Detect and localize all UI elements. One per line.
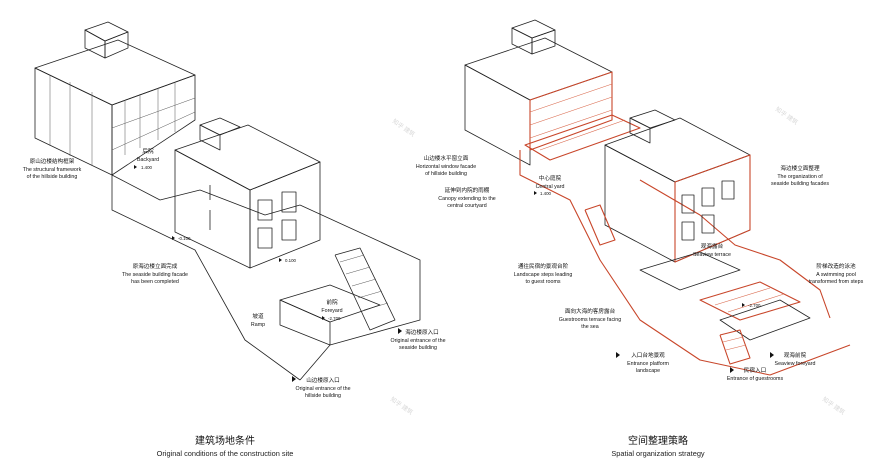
svg-text:1.400: 1.400 — [540, 191, 552, 196]
svg-text:海边楼立面整理: 海边楼立面整理 — [780, 164, 820, 172]
svg-text:Canopy extending to the: Canopy extending to the — [438, 196, 495, 202]
label-guest-entrance: 民宿入口 Entrance of guestrooms — [727, 366, 784, 382]
svg-text:Seaview foreyard: Seaview foreyard — [775, 361, 816, 367]
label-level-mid: 0.100 — [279, 258, 297, 263]
svg-text:-0.100: -0.100 — [178, 236, 191, 241]
svg-text:阶梯改造的泳池: 阶梯改造的泳池 — [816, 262, 856, 270]
svg-text:Entrance of guestrooms: Entrance of guestrooms — [727, 376, 784, 382]
svg-text:面向大海的客房露台: 面向大海的客房露台 — [565, 307, 616, 315]
left-axonometric — [34, 21, 421, 381]
left-caption-cn: 建筑场地条件 — [195, 436, 255, 447]
svg-text:山边楼原入口: 山边楼原入口 — [306, 376, 340, 384]
label-hillside-frame: 原山边楼结构框架 The structural framework of the… — [23, 157, 82, 180]
label-window-facade: 山边楼水平窗立面 Horizontal window facade of hil… — [416, 154, 476, 177]
svg-text:landscape: landscape — [636, 368, 660, 374]
svg-text:知乎 建筑: 知乎 建筑 — [774, 105, 800, 126]
svg-text:知乎 建筑: 知乎 建筑 — [389, 395, 415, 416]
label-seaside-entrance: 海边楼原入口 Original entrance of the seaside … — [390, 328, 446, 351]
svg-text:of hillside building: of hillside building — [425, 171, 467, 177]
svg-text:坡道: 坡道 — [252, 312, 264, 320]
label-seaview-foreyard: 观海前院 Seaview foreyard — [770, 351, 816, 367]
svg-text:延伸到内院的雨棚: 延伸到内院的雨棚 — [445, 186, 490, 194]
label-guestroom-terrace: 面向大海的客房露台 Guestrooms terrace facing the … — [559, 307, 621, 330]
svg-text:of the hillside building: of the hillside building — [27, 174, 78, 180]
label-central-yard: 中心庭院 Central yard 1.400 — [534, 174, 564, 196]
label-seaside-facade: 原海边楼立面完成 The seaside building facade has… — [122, 262, 188, 285]
svg-text:transformed from steps: transformed from steps — [809, 279, 864, 285]
svg-text:Guestrooms terrace facing: Guestrooms terrace facing — [559, 317, 621, 323]
left-caption-en: Original conditions of the construction … — [156, 449, 294, 458]
svg-text:1.400: 1.400 — [141, 165, 153, 170]
svg-text:Landscape steps leading: Landscape steps leading — [514, 272, 573, 278]
svg-text:原海边楼立面完成: 原海边楼立面完成 — [133, 262, 178, 270]
svg-text:知乎 建筑: 知乎 建筑 — [821, 395, 847, 416]
svg-text:后院: 后院 — [142, 147, 154, 155]
svg-text:Foreyard: Foreyard — [321, 308, 342, 314]
svg-text:知乎 建筑: 知乎 建筑 — [391, 117, 417, 138]
svg-text:观海露台: 观海露台 — [701, 242, 724, 250]
svg-text:the sea: the sea — [581, 324, 598, 330]
svg-text:Backyard: Backyard — [137, 157, 159, 163]
svg-text:-2.700: -2.700 — [748, 303, 761, 308]
svg-text:观海前院: 观海前院 — [784, 351, 807, 359]
svg-text:通往民宿的景观台阶: 通往民宿的景观台阶 — [518, 262, 569, 270]
svg-text:Horizontal window facade: Horizontal window facade — [416, 164, 476, 170]
svg-text:Original entrance of the: Original entrance of the — [295, 386, 350, 392]
label-foreyard: 前院 Foreyard -2.700 — [321, 298, 342, 321]
label-landscape-steps: 通往民宿的景观台阶 Landscape steps leading to gue… — [514, 262, 573, 285]
svg-text:A swimming pool: A swimming pool — [816, 272, 856, 278]
svg-text:Seaview terrace: Seaview terrace — [693, 252, 731, 258]
svg-text:has been completed: has been completed — [131, 279, 179, 285]
svg-text:seaside building: seaside building — [399, 345, 437, 351]
right-caption-cn: 空间整理策略 — [628, 436, 688, 447]
svg-text:Original entrance of the: Original entrance of the — [390, 338, 445, 344]
svg-text:海边楼原入口: 海边楼原入口 — [405, 328, 439, 336]
svg-text:入口台地景观: 入口台地景观 — [631, 351, 665, 359]
label-facade-org: 海边楼立面整理 The organization of seaside buil… — [771, 164, 829, 187]
svg-text:Entrance platform: Entrance platform — [627, 361, 669, 367]
label-canopy: 延伸到内院的雨棚 Canopy extending to the central… — [438, 186, 495, 209]
svg-text:to guest rooms: to guest rooms — [525, 279, 560, 285]
svg-text:Central yard: Central yard — [536, 184, 565, 190]
svg-text:-2.700: -2.700 — [328, 316, 341, 321]
svg-text:民宿入口: 民宿入口 — [744, 366, 766, 374]
svg-text:山边楼水平窗立面: 山边楼水平窗立面 — [424, 154, 469, 162]
right-axonometric — [464, 19, 851, 376]
svg-text:seaside building facades: seaside building facades — [771, 181, 829, 187]
label-pool: 阶梯改造的泳池 A swimming pool transformed from… — [809, 262, 864, 285]
svg-text:central courtyard: central courtyard — [447, 203, 487, 209]
svg-text:前院: 前院 — [326, 298, 338, 306]
svg-text:0.100: 0.100 — [285, 258, 297, 263]
label-level-right: -2.700 — [742, 303, 761, 308]
svg-text:The structural framework: The structural framework — [23, 167, 82, 173]
label-backyard: 后院 Backyard 1.400 — [134, 147, 159, 170]
svg-text:原山边楼结构框架: 原山边楼结构框架 — [30, 157, 75, 165]
svg-text:Ramp: Ramp — [251, 322, 265, 328]
svg-text:中心庭院: 中心庭院 — [539, 174, 562, 182]
label-entrance-platform: 入口台地景观 Entrance platform landscape — [616, 351, 669, 374]
svg-text:hillside building: hillside building — [305, 393, 341, 399]
right-caption-en: Spatial organization strategy — [611, 449, 705, 458]
label-seaview-terrace: 观海露台 Seaview terrace — [693, 242, 731, 258]
label-ramp: 坡道 Ramp — [251, 312, 265, 328]
svg-text:The seaside building facade: The seaside building facade — [122, 272, 188, 278]
label-hillside-entrance: 山边楼原入口 Original entrance of the hillside… — [292, 376, 351, 399]
svg-text:The organization of: The organization of — [777, 174, 823, 180]
label-level-left: -0.100 — [172, 236, 191, 241]
